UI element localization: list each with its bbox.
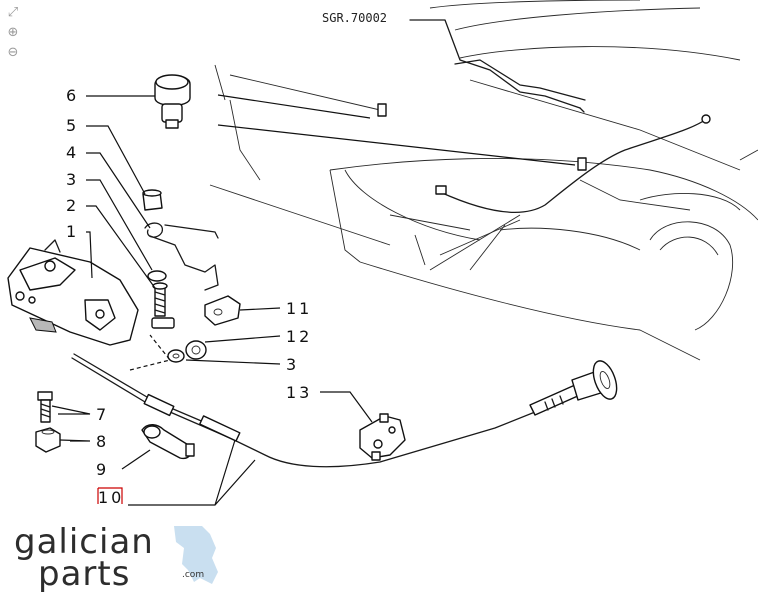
callout-8: 8 xyxy=(96,432,109,451)
logo-suffix: .com xyxy=(182,570,205,580)
zoom-in-icon[interactable]: ⊕ xyxy=(7,25,19,40)
logo-line1: galician xyxy=(14,522,154,562)
callout-9: 9 xyxy=(96,460,109,479)
callout-7: 7 xyxy=(96,405,109,424)
callout-13: 13 xyxy=(286,383,312,402)
callout-3b: 3 xyxy=(286,355,299,374)
zoom-out-icon[interactable]: ⊖ xyxy=(7,45,19,60)
sleeve xyxy=(141,424,195,460)
callout-2: 2 xyxy=(66,196,79,215)
map-shape-icon xyxy=(174,526,218,584)
callout-10[interactable]: 10 xyxy=(98,488,124,507)
fit-to-screen-icon[interactable]: ⤢ xyxy=(7,5,19,20)
callout-labels: 6 5 4 3 2 1 11 12 3 13 7 8 9 10 SGR.7000… xyxy=(66,11,387,507)
logo-line2: parts xyxy=(38,554,131,594)
screw-and-nut xyxy=(35,391,61,453)
reference-code: SGR.70002 xyxy=(322,11,387,25)
leader-lines xyxy=(51,95,373,506)
callout-1: 1 xyxy=(66,222,79,241)
callout-4: 4 xyxy=(66,143,79,162)
pad xyxy=(204,295,241,326)
grommet xyxy=(185,340,207,360)
callout-3: 3 xyxy=(66,170,79,189)
callout-10-highlight xyxy=(97,487,123,504)
bushing xyxy=(142,189,163,211)
callout-5: 5 xyxy=(66,116,79,135)
callout-12: 12 xyxy=(286,327,312,346)
cable-bracket xyxy=(359,413,406,461)
rubber-buffer xyxy=(154,74,191,129)
galician-parts-logo: galician parts .com xyxy=(12,522,222,594)
car-body-outline xyxy=(209,0,758,361)
washer xyxy=(147,270,185,363)
callout-11: 11 xyxy=(286,299,312,318)
bolt xyxy=(151,282,175,329)
upper-cable-assembly xyxy=(217,19,711,213)
callout-6: 6 xyxy=(66,86,79,105)
zoom-toolbar: ⤢ ⊕ ⊖ xyxy=(4,4,26,64)
release-cable xyxy=(71,353,618,468)
lock-mechanism xyxy=(7,239,139,346)
spring xyxy=(144,222,219,291)
